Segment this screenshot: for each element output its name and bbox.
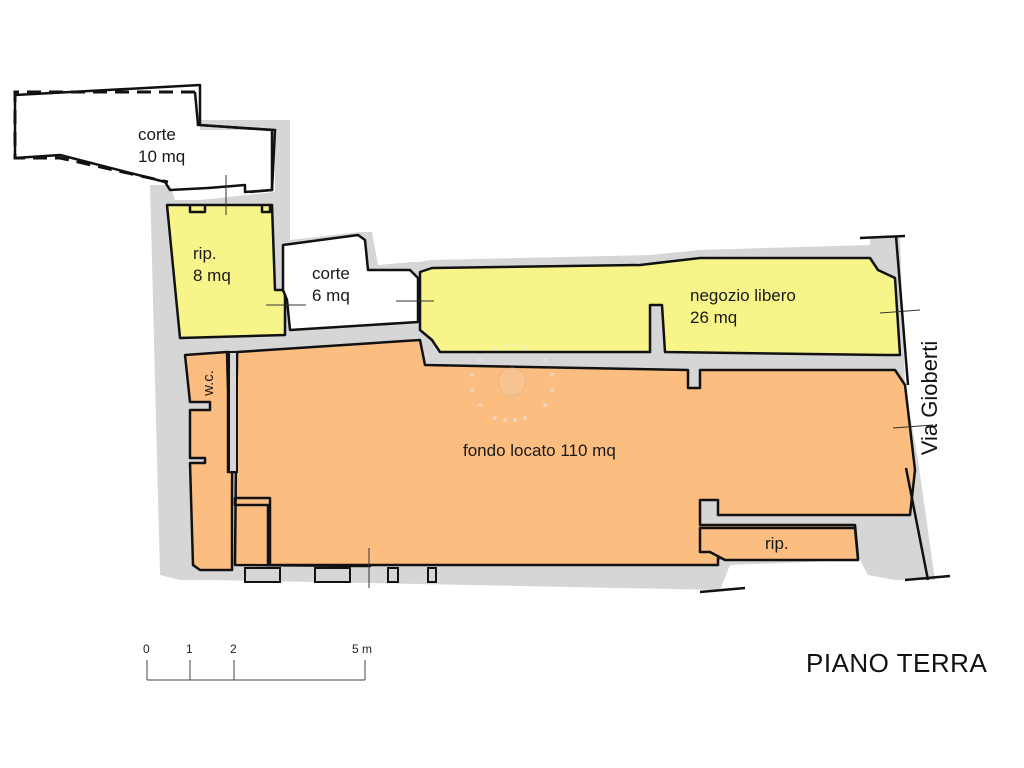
bottom-wall-openings: [244, 567, 437, 583]
room-label-rip-small: rip.: [765, 533, 789, 555]
room-label-fondo-locato: fondo locato 110 mq: [463, 440, 616, 462]
room-label-corte-6: corte 6 mq: [312, 263, 350, 307]
room-name: corte: [312, 264, 350, 283]
scale-bar: [146, 660, 366, 681]
courtyard-6mq: [281, 233, 420, 332]
yellow-rooms: [165, 203, 902, 357]
room-name: rip.: [765, 534, 789, 553]
watermark-logo: [470, 343, 554, 422]
room-name: w.c.: [199, 370, 217, 396]
room-name: rip.: [193, 244, 217, 263]
scale-tick-1: 1: [186, 642, 193, 656]
floor-title: PIANO TERRA: [806, 648, 988, 678]
room-label-corte-10: corte 10 mq: [138, 124, 185, 168]
room-rip-8mq: [165, 203, 287, 340]
courtyards: [13, 83, 420, 332]
courtyard-10mq-dashed: [13, 90, 195, 184]
room-area: 26 mq: [690, 308, 738, 327]
room-area: 8 mq: [193, 266, 231, 285]
room-fondo-locato: [233, 338, 917, 568]
orange-rooms: [183, 338, 917, 572]
scale-tick-0: 0: [143, 642, 150, 656]
room-area: 10 mq: [138, 147, 186, 166]
room-negozio-libero: [418, 256, 902, 357]
room-name: corte: [138, 125, 176, 144]
scale-tick-5m: 5 m: [352, 642, 373, 656]
street-name: Via Gioberti: [917, 340, 942, 456]
section-marks: [225, 175, 934, 588]
room-label-rip-8: rip. 8 mq: [193, 243, 231, 287]
room-name: negozio libero: [690, 286, 796, 305]
room-rip-small: [698, 526, 860, 562]
scale-tick-2: 2: [230, 642, 237, 656]
room-area: 6 mq: [312, 286, 350, 305]
room-label-wc: w.c.: [198, 370, 220, 396]
room-label-negozio: negozio libero 26 mq: [690, 285, 796, 329]
room-name: fondo locato 110 mq: [463, 441, 616, 460]
